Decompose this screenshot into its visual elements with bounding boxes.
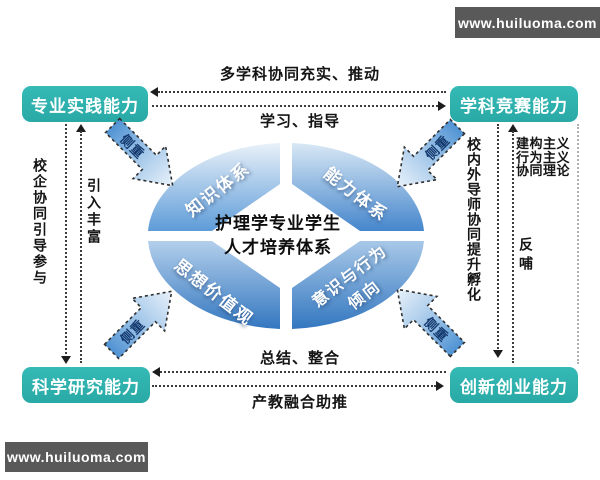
- label-top-upper: 多学科协同充实、推动: [219, 66, 380, 83]
- label-right-inner: 校内外导师协同提升孵化: [466, 137, 482, 302]
- wedge-ideology-values: [148, 241, 280, 329]
- arrowhead-left-icon: [150, 87, 158, 97]
- connector-bottom-lower: [152, 385, 436, 387]
- arrowhead-down-icon: [61, 356, 71, 364]
- theory-item: 建构主义: [516, 136, 571, 151]
- connector-right-outer: [577, 124, 579, 364]
- arrowhead-down-icon: [493, 350, 503, 358]
- center-title-line2: 人才培养体系: [224, 238, 332, 257]
- label-bottom-lower: 产教融合助推: [251, 394, 348, 411]
- node-professional-practice: 专业实践能力: [22, 86, 148, 122]
- arrowhead-up-icon: [76, 124, 86, 132]
- emphasis-arrow-top-left-icon: [104, 117, 174, 187]
- arrowhead-right-icon: [436, 381, 444, 391]
- center-title-line1: 护理学专业学生: [215, 214, 341, 234]
- theory-item: 协同理论: [516, 163, 571, 179]
- arrowhead-right-icon: [438, 101, 446, 111]
- connector-bottom-upper: [160, 371, 446, 373]
- connector-left-up: [80, 131, 82, 363]
- emphasis-arrow-bottom-right-icon: [396, 288, 466, 358]
- arrowhead-up-icon: [508, 124, 518, 132]
- label-left-outer: 校企协同引导参与: [32, 158, 48, 286]
- label-right-outer: 反哺: [518, 237, 534, 275]
- label-top-lower: 学习、指导: [259, 113, 340, 130]
- wedge-awareness-behavior: [292, 241, 424, 329]
- connector-left-down: [65, 124, 67, 358]
- label-bottom-upper: 总结、整合: [259, 350, 340, 367]
- connector-top-lower: [152, 105, 438, 107]
- watermark-banner-top: www.huiluoma.com: [455, 7, 600, 38]
- talent-system-ellipse: [148, 143, 424, 329]
- wedge-knowledge-system: [148, 143, 280, 231]
- wedge-ability-system: [292, 143, 424, 231]
- connector-right-down: [497, 124, 499, 352]
- emphasis-arrow-bottom-left-icon: [103, 290, 173, 360]
- arrowhead-left-icon: [152, 367, 160, 377]
- label-right-theories: 建构主义 行为主义 协同理论: [516, 137, 570, 178]
- node-scientific-research: 科学研究能力: [22, 367, 150, 403]
- label-left-inner: 引入丰富: [86, 178, 102, 246]
- emphasis-arrow-top-right-icon: [396, 118, 466, 188]
- node-subject-competition: 学科竞赛能力: [450, 86, 578, 122]
- connector-top-upper: [158, 91, 446, 93]
- connector-right-up: [512, 131, 514, 363]
- theory-item: 行为主义: [516, 149, 571, 165]
- node-innovation-entrepreneurship: 创新创业能力: [450, 367, 578, 403]
- center-title: 护理学专业学生 人才培养体系: [215, 212, 341, 260]
- watermark-banner-bottom: www.huiluoma.com: [5, 442, 148, 472]
